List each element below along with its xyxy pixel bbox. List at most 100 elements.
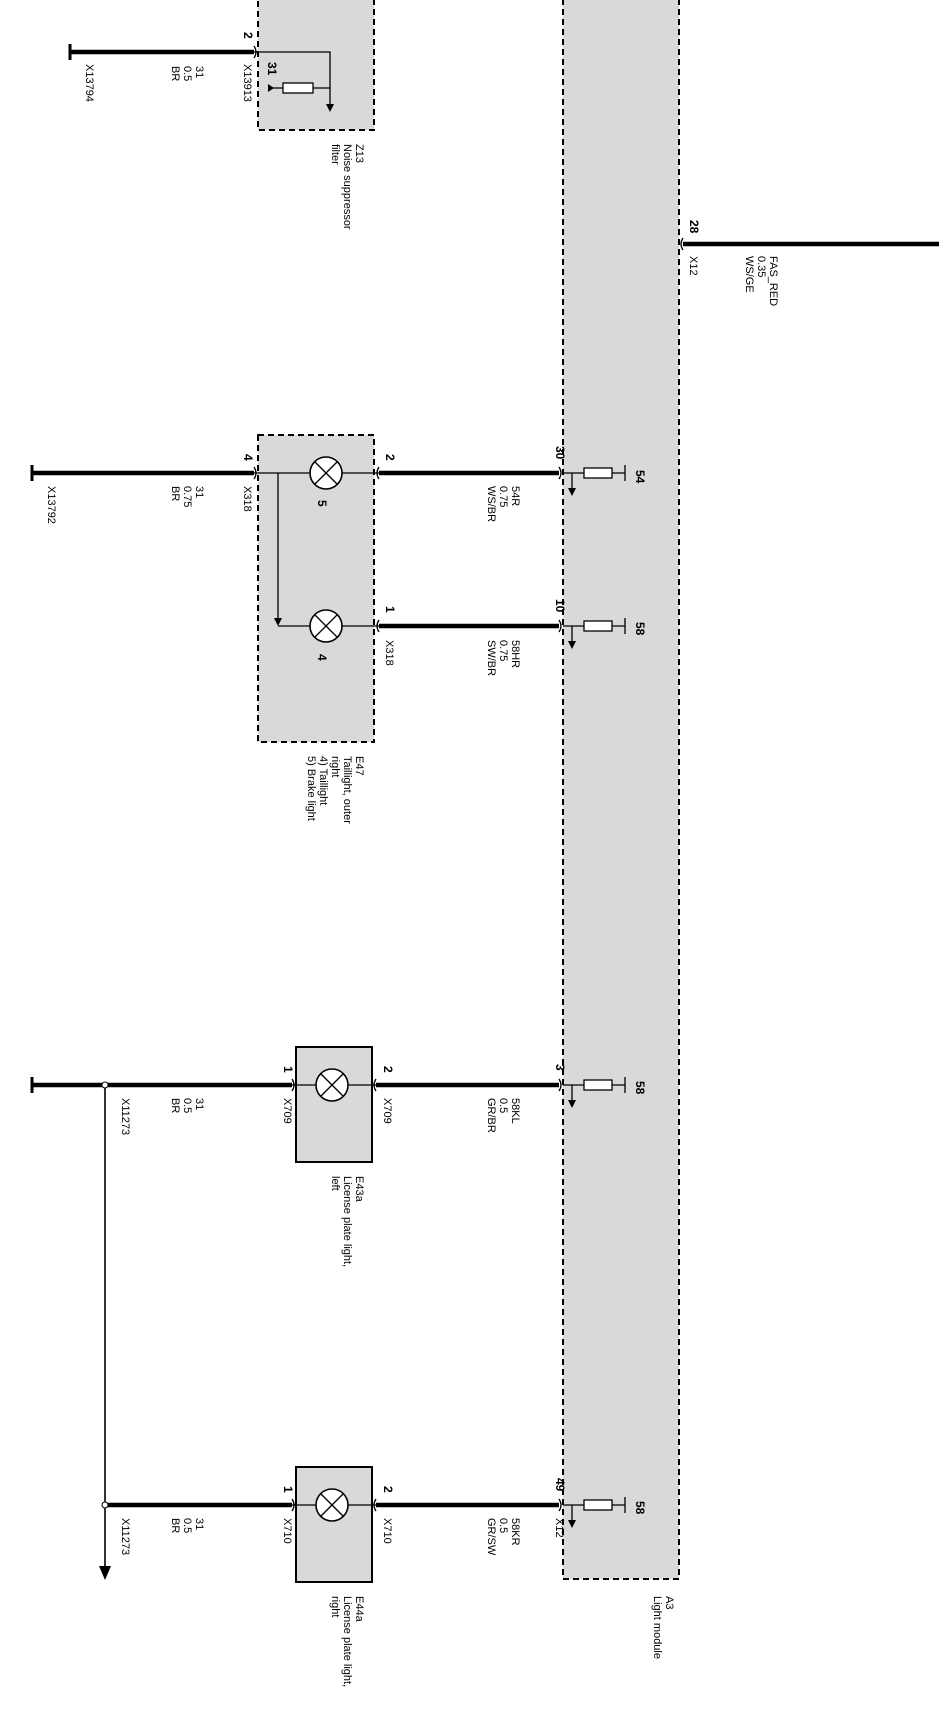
splice-arrow (99, 1566, 111, 1580)
pin-3-internal: 58 (633, 1081, 647, 1095)
pin-49-size: 0.5 (497, 1518, 509, 1533)
pin-3-label: 3 (553, 1064, 567, 1071)
plate-right-connector-sig: X710 (381, 1518, 393, 1544)
module-pin-30-internal (558, 465, 626, 496)
plate-right-name-2: right (329, 1596, 341, 1617)
plate-left-pin2-terminal (373, 1078, 377, 1092)
plate-left-connector-gnd: X709 (281, 1098, 293, 1124)
taillight-gnd-size: 0.75 (181, 486, 193, 507)
taillight-pin-2: 2 (383, 454, 397, 461)
pin-30-signal: 54R (509, 486, 521, 506)
module-pin-49-internal (558, 1497, 626, 1528)
noise-filter-box (257, 0, 375, 131)
taillight-ref: E47 (353, 756, 365, 776)
plate-right-pin-1: 1 (281, 1486, 295, 1493)
pin-30-internal: 54 (633, 470, 647, 484)
plate-left-pin1-terminal (291, 1078, 295, 1092)
plate-left-gnd-color: BR (169, 1098, 181, 1113)
tail-lamp-icon (309, 609, 343, 643)
module-pin-3-internal (558, 1077, 626, 1108)
pin-10-size: 0.75 (497, 640, 509, 661)
taillight-item-4: 4) Taillight (317, 756, 329, 805)
noise-filter-internals (254, 51, 334, 112)
pin-49-signal: 58KR (509, 1518, 521, 1546)
taillight-pin-1: 1 (383, 606, 397, 613)
noise-filter-pin-terminal (253, 45, 257, 59)
noise-filter-connector: X13913 (241, 64, 253, 102)
pin-30-label: 30 (553, 446, 567, 460)
pin-10-signal: 58HR (509, 640, 521, 668)
pin-28-terminal (680, 237, 684, 251)
pin-49-internal: 58 (633, 1501, 647, 1515)
plate-left-name-2: left (329, 1176, 341, 1191)
plate-left-box (295, 1046, 373, 1163)
module-name: Light module (651, 1596, 663, 1659)
plate-right-box (295, 1466, 373, 1583)
noise-filter-ground-ref: X13794 (83, 64, 95, 102)
pin-49-color: GR/SW (485, 1518, 497, 1556)
plate-right-gnd-size: 0.5 (181, 1518, 193, 1533)
pin-10-label: 10 (553, 599, 567, 613)
plate-left-pin-2: 2 (381, 1066, 395, 1073)
pin-3-size: 0.5 (497, 1098, 509, 1113)
fas-red-color: WS/GE (743, 256, 755, 293)
noise-filter-pin-2: 2 (241, 32, 255, 39)
pin-10-color: SW/BR (485, 640, 497, 676)
noise-filter-wire-signal: 31 (193, 66, 205, 78)
pin-49-label: 49 (553, 1478, 567, 1492)
pin-30-color: WS/BR (485, 486, 497, 522)
pin-3-signal: 58KL (509, 1098, 521, 1124)
plate-right-ref: E44a (353, 1596, 365, 1623)
noise-filter-name-2: filter (329, 144, 341, 165)
module-pin-10-internal (558, 618, 626, 649)
splice-dot-bottom (101, 1501, 109, 1509)
plate-left-gnd-size: 0.5 (181, 1098, 193, 1113)
plate-right-lamp-icon (315, 1488, 349, 1522)
pin-10-internal: 58 (633, 622, 647, 636)
tail-lamp-number: 4 (315, 654, 329, 661)
plate-right-name-1: License plate light, (341, 1596, 353, 1687)
taillight-name-2: right (329, 756, 341, 777)
taillight-connector-tail: X318 (383, 640, 395, 666)
noise-filter-wire-size: 0.5 (181, 66, 193, 81)
brake-lamp-icon (309, 456, 343, 490)
taillight-ground-ref: X13792 (45, 486, 57, 524)
taillight-pin2-terminal (376, 466, 380, 480)
pin-49-connector: X12 (553, 1518, 565, 1538)
fas-red-size: 0.35 (755, 256, 767, 277)
module-ref: A3 (663, 1596, 675, 1609)
pin-28-label: 28 (687, 220, 701, 234)
taillight-gnd-color: BR (169, 486, 181, 501)
splice-dot-top (101, 1081, 109, 1089)
pin-28-connector: X12 (687, 256, 699, 276)
pin-30-size: 0.75 (497, 486, 509, 507)
plate-left-gnd-signal: 31 (193, 1098, 205, 1110)
taillight-connector-gnd: X318 (241, 486, 253, 512)
noise-filter-ref: Z13 (353, 144, 365, 163)
taillight-name-1: Taillight, outer (341, 756, 353, 824)
taillight-pin1-terminal (376, 619, 380, 633)
plate-right-gnd-color: BR (169, 1518, 181, 1533)
plate-left-connector-sig: X709 (381, 1098, 393, 1124)
pin-3-color: GR/BR (485, 1098, 497, 1133)
plate-left-name-1: License plate light, (341, 1176, 353, 1267)
taillight-pin4-terminal (253, 466, 257, 480)
taillight-gnd-signal: 31 (193, 486, 205, 498)
fas-red-signal: FAS_RED (767, 256, 779, 306)
plate-left-splice: X11273 (119, 1098, 131, 1135)
plate-right-pin2-terminal (373, 1498, 377, 1512)
plate-left-pin-1: 1 (281, 1066, 295, 1073)
plate-right-pin1-terminal (291, 1498, 295, 1512)
light-module-box (562, 0, 680, 1580)
plate-right-connector-gnd: X710 (281, 1518, 293, 1544)
plate-left-ref: E43a (353, 1176, 365, 1203)
brake-lamp-number: 5 (315, 500, 329, 507)
noise-filter-internal-pin: 31 (265, 62, 279, 76)
plate-right-gnd-signal: 31 (193, 1518, 205, 1530)
taillight-item-5: 5) Brake light (305, 756, 317, 821)
plate-right-splice: X11273 (119, 1518, 131, 1555)
plate-left-lamp-icon (315, 1068, 349, 1102)
taillight-pin-4: 4 (241, 454, 255, 461)
noise-filter-name-1: Noise suppressor (341, 144, 353, 230)
